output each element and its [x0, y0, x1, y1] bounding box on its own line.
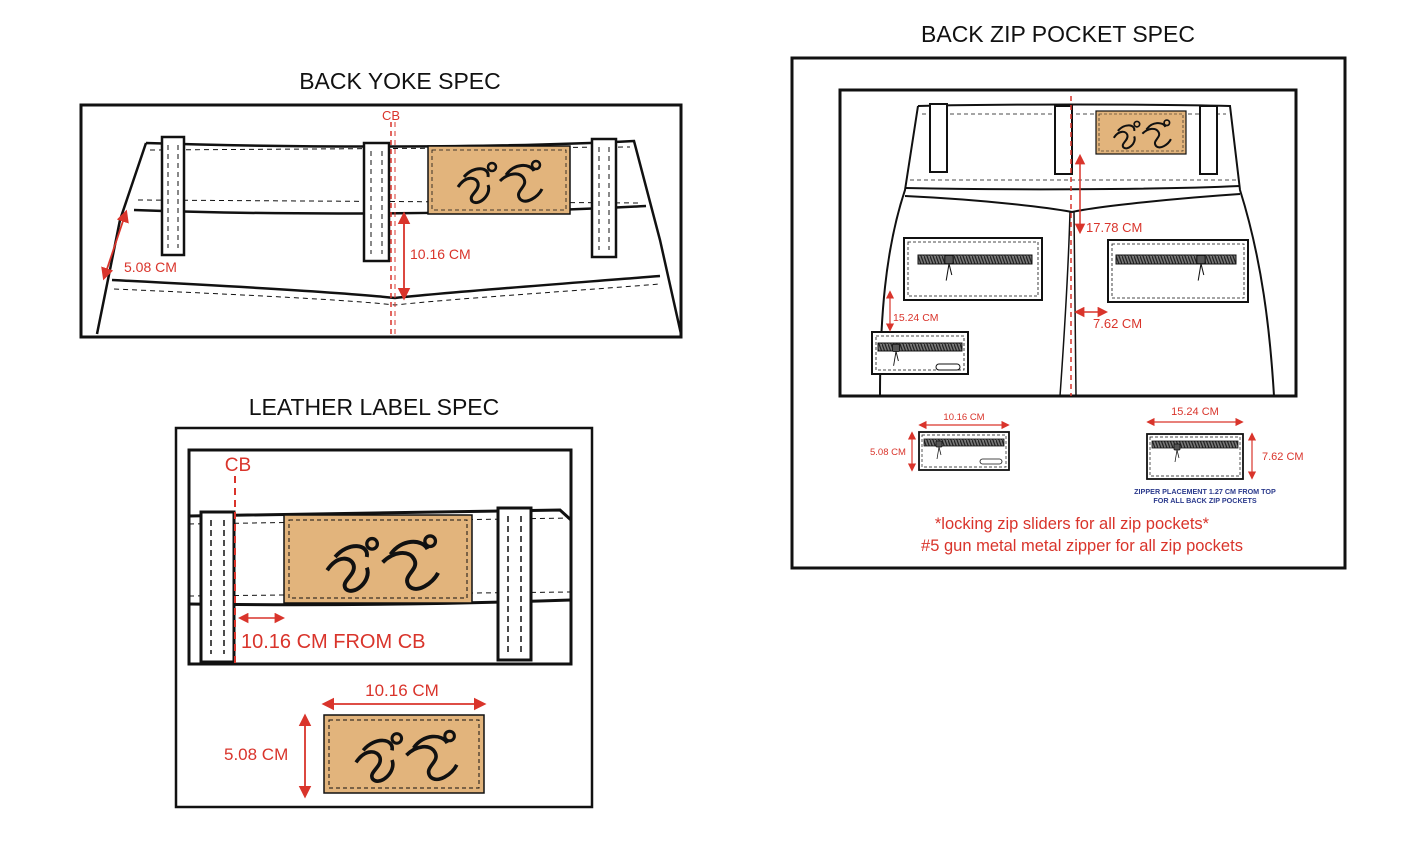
zip-pocket-left — [903, 237, 1043, 301]
belt-loop — [160, 135, 186, 257]
belt-loop — [1054, 105, 1073, 175]
large-pocket-height-text: 7.62 CM — [1262, 451, 1304, 463]
zipper — [1151, 440, 1239, 449]
belt-loop — [590, 137, 618, 259]
brand-tab — [979, 458, 1003, 465]
from-waist-label: 17.78 CM — [1086, 220, 1142, 235]
belt-loop — [362, 141, 391, 263]
cb-label: CB — [225, 455, 251, 476]
belt-loop — [1199, 105, 1218, 175]
belt-loop — [199, 510, 236, 664]
side-pocket-label: 15.24 CM — [893, 312, 939, 324]
back-zip-pocket-spec: BACK ZIP POCKET SPEC — [790, 21, 1347, 570]
locking-slider-note: *locking zip sliders for all zip pockets… — [935, 515, 1210, 533]
back-yoke-spec: BACK YOKE SPEC CB 5.08 CM 10.16 — [79, 68, 683, 339]
jeans-waist-drawing — [95, 135, 683, 335]
large-pocket-flat — [1146, 433, 1244, 480]
leather-label-patch — [427, 145, 571, 215]
zip-pocket-right — [1107, 239, 1249, 303]
leather-label-flat — [323, 714, 485, 794]
belt-loop — [496, 506, 533, 662]
zipper — [1115, 254, 1237, 265]
zipper-placement-note-line1: ZIPPER PLACEMENT 1.27 CM FROM TOP — [1134, 487, 1276, 496]
from-cb-label: 10.16 CM FROM CB — [241, 631, 425, 653]
zipper — [877, 342, 963, 352]
waistband-closeup — [188, 506, 573, 664]
small-pocket-flat — [918, 431, 1010, 471]
back-zip-pocket-title: BACK ZIP POCKET SPEC — [921, 21, 1195, 47]
small-pocket-width-text: 10.16 CM — [943, 412, 984, 423]
leather-label-spec: LEATHER LABEL SPEC CB 10.16 CM FROM CB 1… — [174, 394, 594, 809]
pants-back-drawing — [879, 103, 1275, 397]
zip-pocket-side — [871, 331, 969, 375]
large-pocket-width-text: 15.24 CM — [1171, 406, 1219, 418]
zipper-material-note: #5 gun metal metal zipper for all zip po… — [921, 537, 1243, 555]
yoke-height-label: 5.08 CM — [124, 259, 177, 275]
back-yoke-title: BACK YOKE SPEC — [299, 68, 501, 94]
label-height-text: 5.08 CM — [224, 745, 288, 764]
cb-drop-label: 10.16 CM — [410, 246, 471, 262]
zipper-placement-note-line2: FOR ALL BACK ZIP POCKETS — [1153, 496, 1256, 505]
zipper — [917, 254, 1033, 265]
cb-label: CB — [382, 108, 400, 123]
label-width-text: 10.16 CM — [365, 681, 439, 700]
yoke-height-arrow — [101, 209, 129, 281]
belt-loop — [929, 103, 948, 173]
leather-label-title: LEATHER LABEL SPEC — [249, 394, 500, 420]
from-cb-label: 7.62 CM — [1093, 316, 1142, 331]
leather-label-patch — [1095, 110, 1187, 155]
brand-tab — [935, 363, 961, 371]
zipper — [923, 438, 1005, 447]
small-pocket-height-text: 5.08 CM — [870, 447, 906, 458]
leather-label-closeup — [283, 514, 473, 604]
